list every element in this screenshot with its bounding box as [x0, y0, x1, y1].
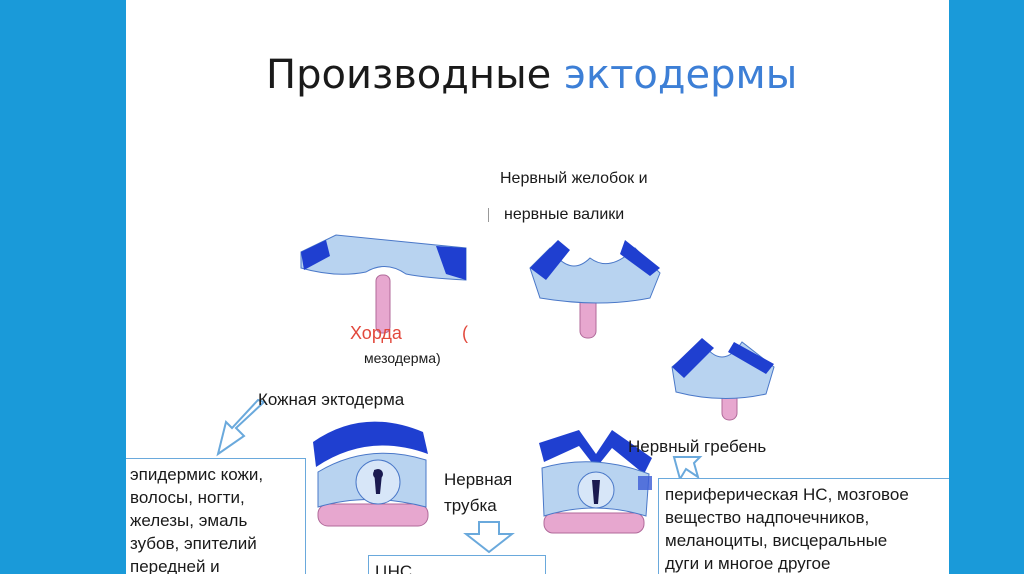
box-line: передней и [130, 555, 299, 574]
neural-groove-label-line1: Нервный желобок и [500, 170, 648, 188]
skin-derivatives-box: эпидермис кожи, волосы, ногти, железы, э… [126, 458, 306, 574]
box-line: эпидермис кожи, [130, 463, 299, 486]
arrow-down-icon [464, 520, 514, 554]
neural-folds-illustration [662, 332, 787, 422]
neural-groove-illustration [520, 228, 670, 343]
slide: Производные эктодермы [126, 0, 949, 574]
neural-tube-label-line2: трубка [444, 496, 497, 516]
box-line: дуги и многое другое [665, 552, 949, 574]
box-line: зубов, эпителий [130, 532, 299, 555]
neural-crest-derivatives-box: периферическая НС, мозговое вещество над… [658, 478, 949, 574]
chorda-paren-open: ( [462, 323, 468, 344]
neural-crest-label: Нервный гребень [628, 437, 766, 457]
page-title: Производные эктодермы [266, 52, 797, 98]
chorda-label: Хорда [350, 323, 402, 344]
box-line: меланоциты, висцеральные [665, 529, 949, 552]
title-main: Производные [266, 52, 551, 98]
box-line: ЦНС [375, 562, 412, 574]
mesoderm-label: мезодерма) [364, 350, 441, 366]
box-line: волосы, ногти, [130, 486, 299, 509]
neural-tube-illustration [308, 412, 448, 542]
cns-box: ЦНС [368, 555, 546, 574]
title-accent: эктодермы [564, 52, 797, 98]
box-line: вещество надпочечников, [665, 506, 949, 529]
divider-tick [488, 208, 489, 222]
neural-groove-label-line2: нервные валики [504, 206, 624, 224]
neural-tube-label-line1: Нервная [444, 470, 512, 490]
box-line: железы, эмаль [130, 509, 299, 532]
skin-ectoderm-label: Кожная эктодерма [258, 390, 404, 410]
box-line: периферическая НС, мозговое [665, 483, 949, 506]
